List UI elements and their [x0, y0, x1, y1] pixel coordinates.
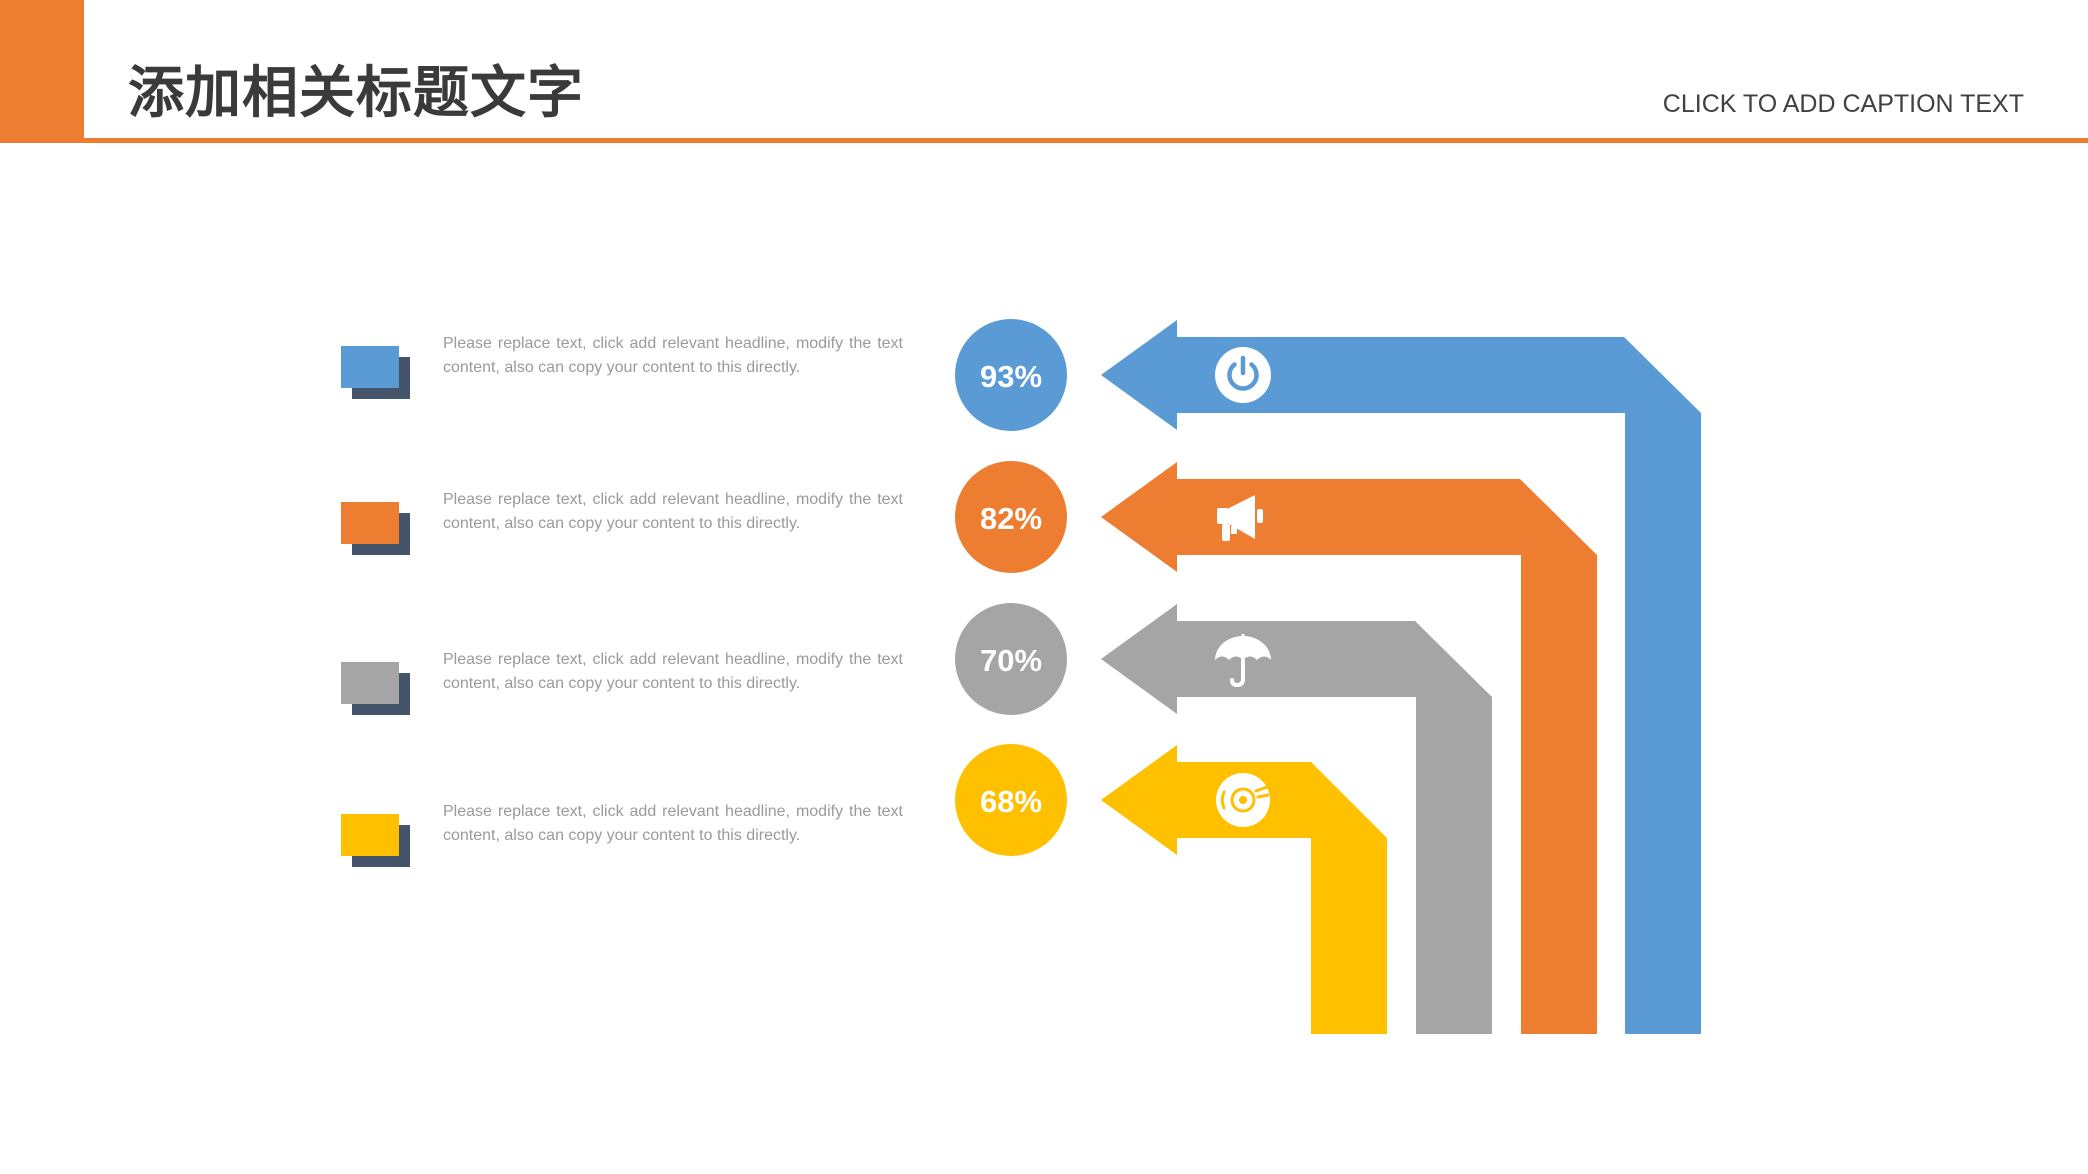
- legend-item: Please replace text, click add relevant …: [0, 332, 1000, 412]
- header-accent-block: [0, 0, 84, 141]
- percent-label: 70%: [980, 643, 1042, 678]
- percent-label: 93%: [980, 359, 1042, 394]
- percent-circle: 70%: [955, 603, 1067, 715]
- power-icon: [1215, 347, 1271, 403]
- megaphone-icon: [1217, 495, 1263, 541]
- percent-circle: 82%: [955, 461, 1067, 573]
- arrow-shape-blue: [1101, 320, 1701, 1034]
- legend-swatch: [341, 662, 413, 718]
- arrow-shape-gray: [1101, 604, 1492, 1034]
- arrow-shape-yellow: [1101, 745, 1387, 1034]
- legend-swatch: [341, 502, 413, 558]
- page-title[interactable]: 添加相关标题文字: [128, 61, 584, 126]
- legend-item: Please replace text, click add relevant …: [0, 488, 1000, 568]
- percent-circle: 93%: [955, 319, 1067, 431]
- percent-label: 82%: [980, 501, 1042, 536]
- arrow-shape-orange: [1101, 462, 1597, 1034]
- legend-text[interactable]: Please replace text, click add relevant …: [443, 491, 903, 532]
- legend-item: Please replace text, click add relevant …: [0, 800, 1000, 880]
- disc-icon: [1216, 773, 1270, 827]
- legend-swatch: [341, 346, 413, 402]
- percent-circle: 68%: [955, 744, 1067, 856]
- caption-text[interactable]: CLICK TO ADD CAPTION TEXT: [1662, 90, 2024, 118]
- legend-text[interactable]: Please replace text, click add relevant …: [443, 803, 903, 844]
- umbrella-icon: [1215, 634, 1271, 688]
- header-divider: [0, 138, 2088, 143]
- legend-text[interactable]: Please replace text, click add relevant …: [443, 651, 903, 692]
- legend-text[interactable]: Please replace text, click add relevant …: [443, 335, 903, 376]
- percent-label: 68%: [980, 784, 1042, 819]
- legend-item: Please replace text, click add relevant …: [0, 648, 1000, 728]
- legend-swatch: [341, 814, 413, 870]
